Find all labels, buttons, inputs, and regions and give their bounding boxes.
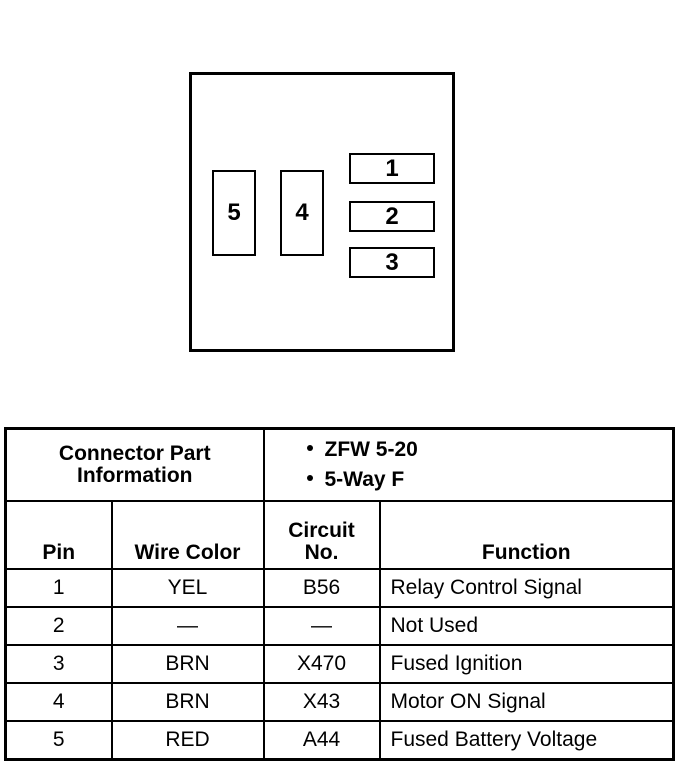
- cavity-5: 5: [212, 170, 256, 256]
- col-header-circuit-line2: No.: [304, 540, 339, 564]
- col-header-wire-color: Wire Color: [110, 500, 265, 570]
- circuit-cell: A44: [262, 720, 381, 761]
- bullet-icon: [306, 445, 313, 451]
- part-info-label: Connector Part Information: [4, 427, 265, 502]
- table-row: 1 YEL B56 Relay Control Signal: [4, 568, 675, 608]
- wire-color-cell: RED: [110, 720, 265, 761]
- table-row: 2 — — Not Used: [4, 606, 675, 646]
- function-cell: Fused Battery Voltage: [378, 720, 675, 761]
- function-cell: Fused Ignition: [378, 644, 675, 684]
- pin-cell: 1: [4, 568, 113, 608]
- circuit-cell: X470: [262, 644, 381, 684]
- circuit-cell: X43: [262, 682, 381, 722]
- wire-color-cell: BRN: [110, 644, 265, 684]
- cavity-1: 1: [349, 153, 435, 184]
- pin-cell: 3: [4, 644, 113, 684]
- part-info-values: ZFW 5-20 5-Way F: [262, 427, 675, 502]
- pin-cell: 5: [4, 720, 113, 761]
- wire-color-cell: YEL: [110, 568, 265, 608]
- wire-color-cell: —: [110, 606, 265, 646]
- part-info-value-item: 5-Way F: [306, 465, 673, 495]
- table-row: 4 BRN X43 Motor ON Signal: [4, 682, 675, 722]
- connector-face-diagram: 5 4 1 2 3: [189, 72, 455, 352]
- connector-pin-table: Connector Part Information ZFW 5-20 5-Wa…: [4, 427, 675, 761]
- function-cell: Relay Control Signal: [378, 568, 675, 608]
- bullet-icon: [306, 475, 313, 481]
- function-cell: Not Used: [378, 606, 675, 646]
- part-info-label-line1: Connector Part: [58, 441, 211, 465]
- pin-cell: 4: [4, 682, 113, 722]
- cavity-4: 4: [280, 170, 324, 256]
- connector-type: 5-Way F: [324, 467, 405, 491]
- col-header-pin: Pin: [4, 500, 113, 570]
- column-header-row: Pin Wire Color Circuit No. Function: [4, 500, 675, 570]
- cavity-3: 3: [349, 247, 435, 278]
- part-info-label-line2: Information: [77, 464, 193, 487]
- part-number: ZFW 5-20: [324, 437, 418, 461]
- part-info-value-item: ZFW 5-20: [306, 435, 673, 465]
- circuit-cell: —: [262, 606, 381, 646]
- col-header-circuit: Circuit No.: [262, 500, 381, 570]
- wire-color-cell: BRN: [110, 682, 265, 722]
- pin-cell: 2: [4, 606, 113, 646]
- circuit-cell: B56: [262, 568, 381, 608]
- table-row: 3 BRN X470 Fused Ignition: [4, 644, 675, 684]
- table-row: 5 RED A44 Fused Battery Voltage: [4, 720, 675, 761]
- function-cell: Motor ON Signal: [378, 682, 675, 722]
- part-info-row: Connector Part Information ZFW 5-20 5-Wa…: [4, 427, 675, 502]
- cavity-2: 2: [349, 201, 435, 232]
- col-header-function: Function: [378, 500, 675, 570]
- col-header-circuit-line1: Circuit: [288, 518, 355, 542]
